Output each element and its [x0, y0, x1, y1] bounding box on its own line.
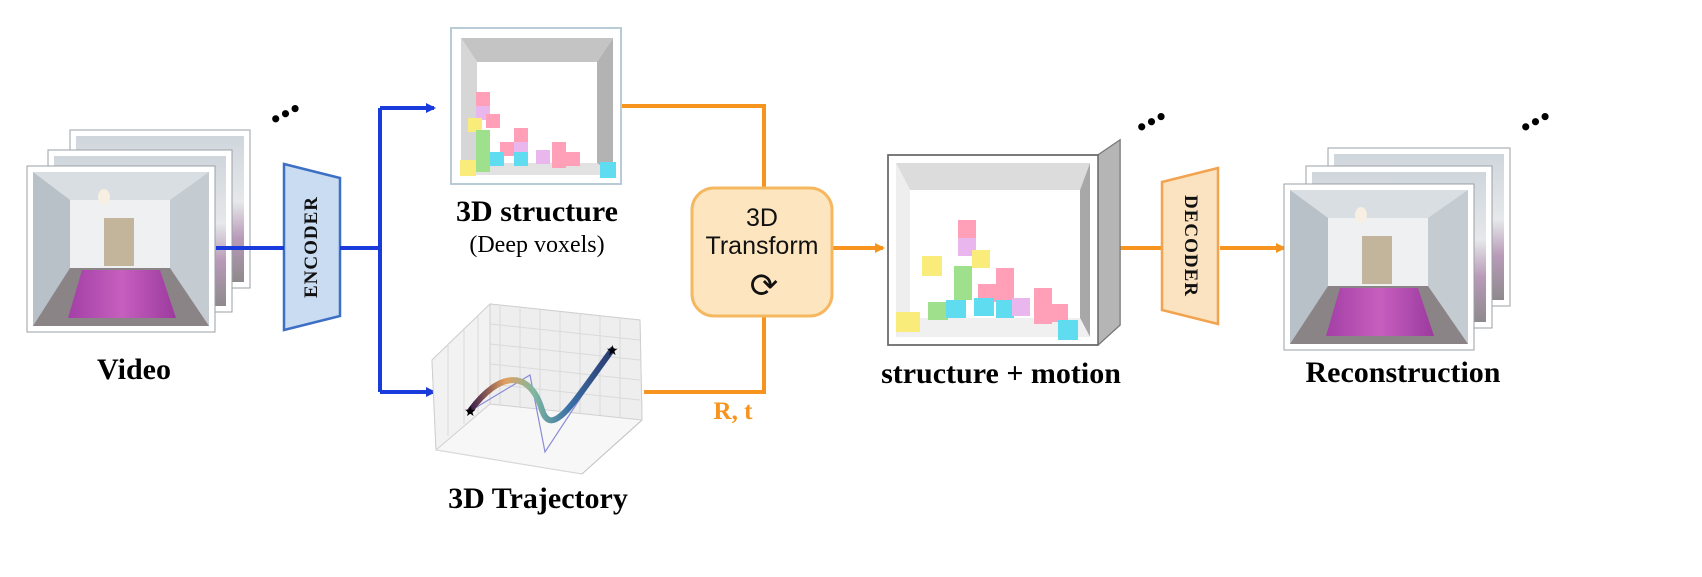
transform-box	[690, 186, 834, 318]
transform-arrows	[622, 104, 1286, 394]
structure-title: 3D structure	[456, 195, 618, 228]
transform-label-line1: 3D	[746, 204, 778, 232]
video-frame-stack	[26, 129, 251, 333]
rt-label: R, t	[713, 398, 753, 425]
voxel-room-icon	[887, 138, 1121, 347]
rotate-icon: ⟳	[749, 267, 779, 305]
video-frame-icon	[1283, 183, 1475, 351]
reconstruction-label: Reconstruction	[1305, 356, 1501, 389]
structure-motion-label: structure + motion	[881, 357, 1121, 390]
video-label: Video	[97, 353, 171, 386]
encoder-label: ENCODER	[301, 195, 322, 299]
video-frame-icon	[26, 165, 216, 333]
encoder-output-arrows	[216, 103, 436, 397]
structure-subtitle: (Deep voxels)	[469, 232, 605, 258]
voxel-room-icon	[450, 27, 622, 185]
trajectory-plot-icon: ★ ★	[431, 302, 643, 475]
decoder-label: DECODER	[1180, 194, 1201, 298]
transform-label-line2: Transform	[705, 232, 819, 260]
trajectory-label: 3D Trajectory	[448, 482, 628, 515]
svg-text:★: ★	[464, 405, 477, 420]
decoder-block	[1160, 166, 1220, 326]
reconstruction-frame-stack	[1283, 147, 1511, 351]
svg-text:★: ★	[606, 344, 619, 359]
encoder-block	[282, 162, 342, 332]
